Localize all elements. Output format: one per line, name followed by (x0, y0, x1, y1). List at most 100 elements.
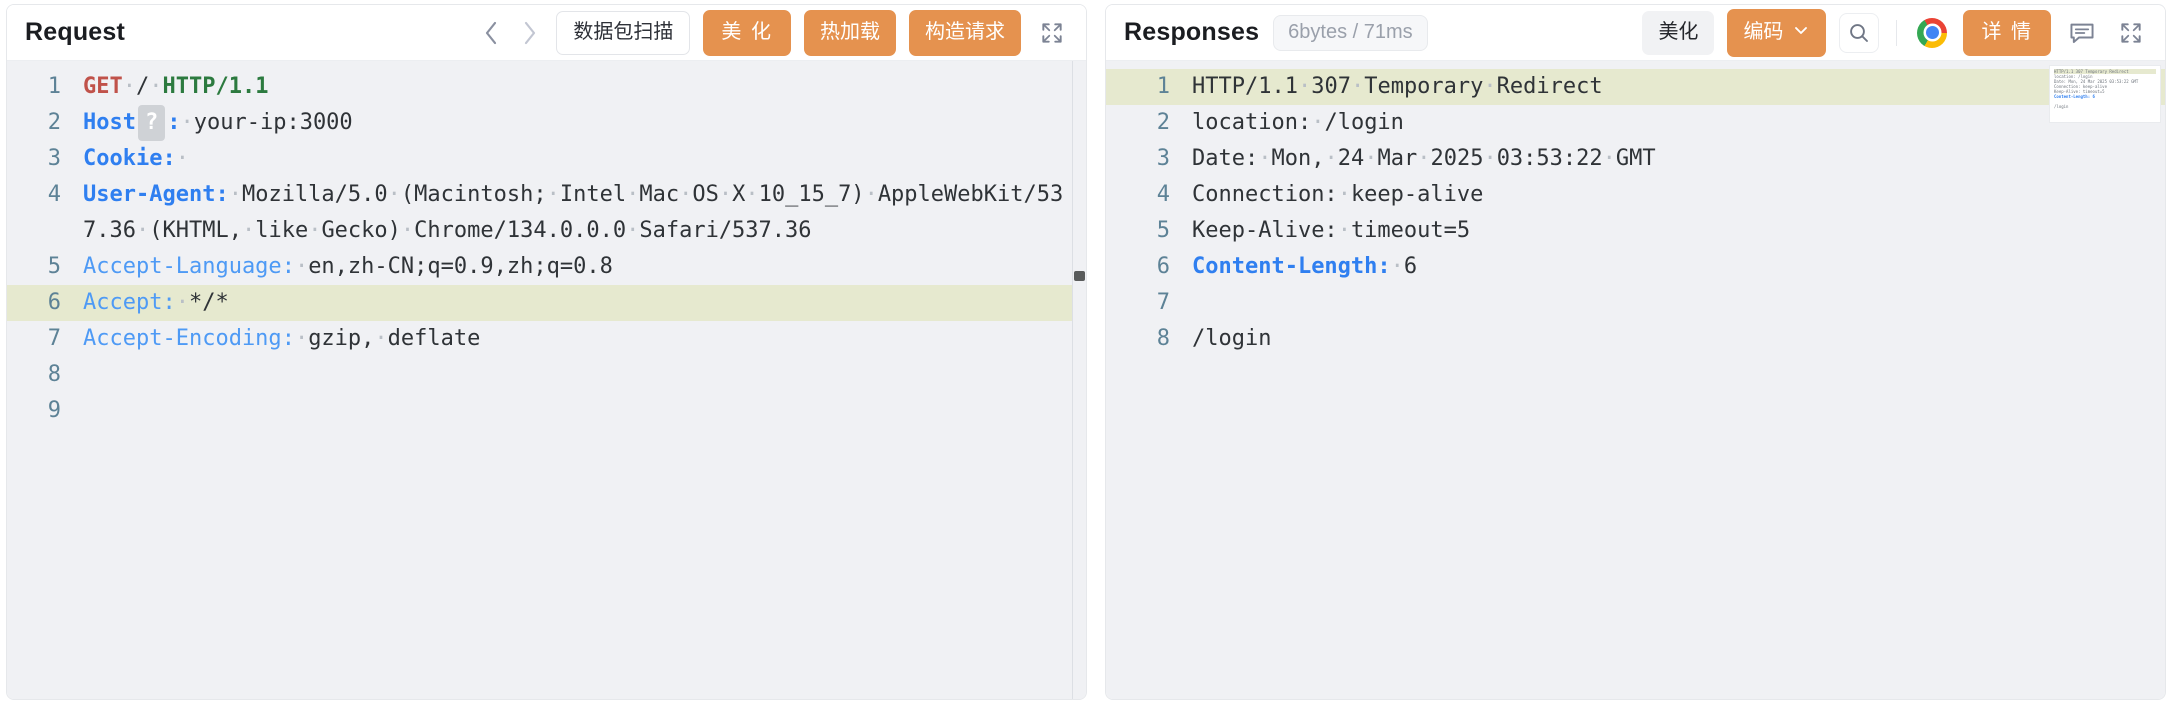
next-packet-button[interactable] (517, 16, 543, 50)
code-token: · (1390, 254, 1404, 279)
open-in-browser-button[interactable] (1914, 15, 1950, 51)
code-token: · (745, 182, 759, 207)
code-token: (Macintosh; (400, 182, 547, 207)
code-token: your-ip:3000 (193, 110, 353, 135)
code-token: location: (1191, 110, 1312, 135)
code-token: · (387, 182, 401, 207)
code-token: · (374, 326, 388, 351)
line-number: 6 (1156, 254, 1170, 279)
line-number: 1 (1156, 74, 1170, 99)
code-token: · (718, 182, 733, 207)
code-line-text[interactable]: Accept-Encoding:·gzip,·deflate (83, 321, 1086, 357)
code-line-text[interactable]: location:·/login (1192, 105, 2165, 141)
code-token: : (215, 182, 229, 207)
line-number: 4 (1156, 182, 1170, 207)
code-line-text[interactable]: Accept:·*/* (83, 285, 1086, 321)
beautify-response-button[interactable]: 美化 (1642, 10, 1715, 55)
code-line: 6 Accept:·*/* (7, 285, 1086, 321)
code-token: timeout=5 (1350, 218, 1471, 243)
line-number: 2 (1156, 110, 1170, 135)
code-token: · (864, 182, 878, 207)
build-request-button[interactable]: 构造请求 (908, 9, 1021, 56)
code-token: · (294, 326, 309, 351)
code-token: Keep-Alive: (1191, 218, 1338, 243)
code-line-text[interactable]: User-Agent:·Mozilla/5.0·(Macintosh;·Inte… (83, 177, 1086, 249)
comment-button[interactable] (2064, 15, 2100, 51)
code-token: · (135, 218, 150, 243)
line-number: 6 (47, 290, 61, 315)
code-token: 307 (1311, 74, 1351, 99)
code-line-text[interactable]: HTTP/1.1·307·Temporary·Redirect (1192, 69, 2165, 105)
code-token: : (162, 290, 176, 315)
code-token: Connection: (1191, 182, 1338, 207)
response-panel-title: Responses (1123, 18, 1260, 46)
request-scrollbar-thumb[interactable] (1073, 271, 1085, 281)
prev-packet-button[interactable] (478, 16, 504, 50)
beautify-request-button[interactable]: 美 化 (703, 9, 791, 56)
minimap-line: Keep-Alive: timeout=5 (2054, 89, 2105, 94)
code-line-text[interactable]: GET·/·HTTP/1.1 (83, 69, 1086, 105)
request-panel: Request 数据包扫描 美 化 热加载 构造请求 (6, 4, 1087, 700)
code-token: · (1337, 218, 1351, 243)
code-token: · (1417, 146, 1431, 171)
request-vertical-scrollbar[interactable] (1071, 61, 1086, 699)
line-number: 7 (47, 326, 61, 351)
line-number: 5 (47, 254, 61, 279)
code-token: · (1483, 74, 1497, 99)
code-line: 8/login (1106, 321, 2165, 357)
code-line-text[interactable]: Host?:·your-ip:3000 (83, 105, 1086, 141)
code-token: · (1337, 182, 1351, 207)
code-token: · (400, 218, 415, 243)
line-number: 3 (1156, 146, 1170, 171)
code-token: · (1350, 74, 1365, 99)
chevron-right-icon (525, 21, 536, 44)
chevron-left-icon (486, 21, 497, 44)
code-line-text[interactable]: Connection:·keep-alive (1192, 177, 2165, 213)
code-token: X (732, 182, 746, 207)
code-token: · (228, 182, 242, 207)
expand-response-button[interactable] (2113, 15, 2149, 51)
code-token: / (136, 74, 150, 99)
line-number: 4 (47, 182, 61, 207)
code-token: Date: (1191, 146, 1259, 171)
code-line-text[interactable]: /login (1192, 321, 2165, 357)
expand-request-button[interactable] (1034, 15, 1070, 51)
encoding-dropdown[interactable]: 编码 (1727, 8, 1827, 57)
code-line-text[interactable]: Accept-Language:·en,zh-CN;q=0.9,zh;q=0.8 (83, 249, 1086, 285)
packet-scan-button[interactable]: 数据包扫描 (556, 10, 691, 55)
code-token: HTTP/1.1 (1191, 74, 1298, 99)
hot-reload-button[interactable]: 热加载 (803, 9, 896, 56)
code-token: · (1324, 146, 1338, 171)
code-token: Accept-Encoding (83, 326, 282, 351)
line-number: 7 (1156, 290, 1170, 315)
search-response-button[interactable] (1839, 12, 1880, 53)
code-token: User-Agent (83, 182, 216, 207)
code-line-text[interactable]: Content-Length:·6 (1192, 249, 2165, 285)
code-token: Content-Length: (1191, 254, 1391, 279)
detail-button[interactable]: 详 情 (1963, 9, 2051, 56)
code-token: · (1602, 146, 1616, 171)
code-token: */* (188, 290, 229, 315)
code-token: Accept (83, 290, 163, 315)
chrome-icon (1917, 17, 1948, 48)
code-token: HTTP/1.1 (162, 74, 269, 99)
code-token: Mozilla/5.0 (241, 182, 388, 207)
code-token: Chrome/134.0.0.0 (414, 218, 627, 243)
code-line-text[interactable]: Keep-Alive:·timeout=5 (1192, 213, 2165, 249)
code-token: 03:53:22 (1496, 146, 1603, 171)
code-token: · (546, 182, 560, 207)
code-token: 6 (1403, 254, 1418, 279)
code-token: en,zh-CN;q=0.9,zh;q=0.8 (308, 254, 613, 279)
code-token: GET (83, 74, 123, 99)
code-line-text[interactable]: Date:·Mon,·24·Mar·2025·03:53:22·GMT (1192, 141, 2165, 177)
code-line-text[interactable]: Cookie:· (83, 141, 1086, 177)
code-token: Gecko) (321, 218, 401, 243)
